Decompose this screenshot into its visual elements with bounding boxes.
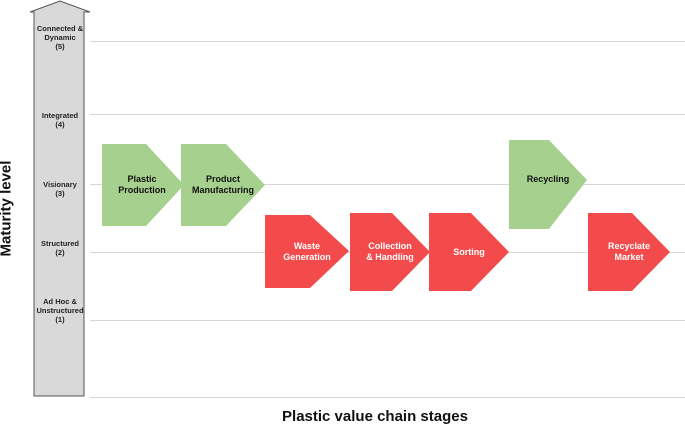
- chevron-shape: [350, 213, 430, 291]
- stage-label: Collection& Handling: [366, 241, 414, 262]
- gridline-level-1: [90, 320, 685, 321]
- baseline: [90, 397, 685, 398]
- level-label-1: Ad Hoc &Unstructured(1): [36, 297, 84, 324]
- level-label-3: Visionary(3): [43, 180, 77, 198]
- chevron-shape: [102, 144, 184, 226]
- level-label-5: Connected &Dynamic(5): [36, 24, 84, 51]
- level-label-2: Structured(2): [41, 239, 79, 257]
- chevron-shape: [588, 213, 670, 291]
- gridline-level-4: [90, 114, 685, 115]
- y-axis-title: Maturity level: [0, 160, 15, 257]
- stage-label: Sorting: [453, 246, 485, 257]
- gridline-level-5: [90, 41, 685, 42]
- level-label-4: Integrated(4): [41, 111, 79, 129]
- x-axis-title: Plastic value chain stages: [282, 408, 468, 425]
- maturity-axis-arrow: [29, 0, 91, 397]
- chevron-shape: [509, 140, 587, 229]
- chevron-shape: [429, 213, 509, 291]
- chevron-shape: [181, 144, 265, 226]
- gridline-level-3: [90, 184, 685, 185]
- stage-label: Recycling: [526, 173, 570, 184]
- chevron-shape: [265, 215, 349, 288]
